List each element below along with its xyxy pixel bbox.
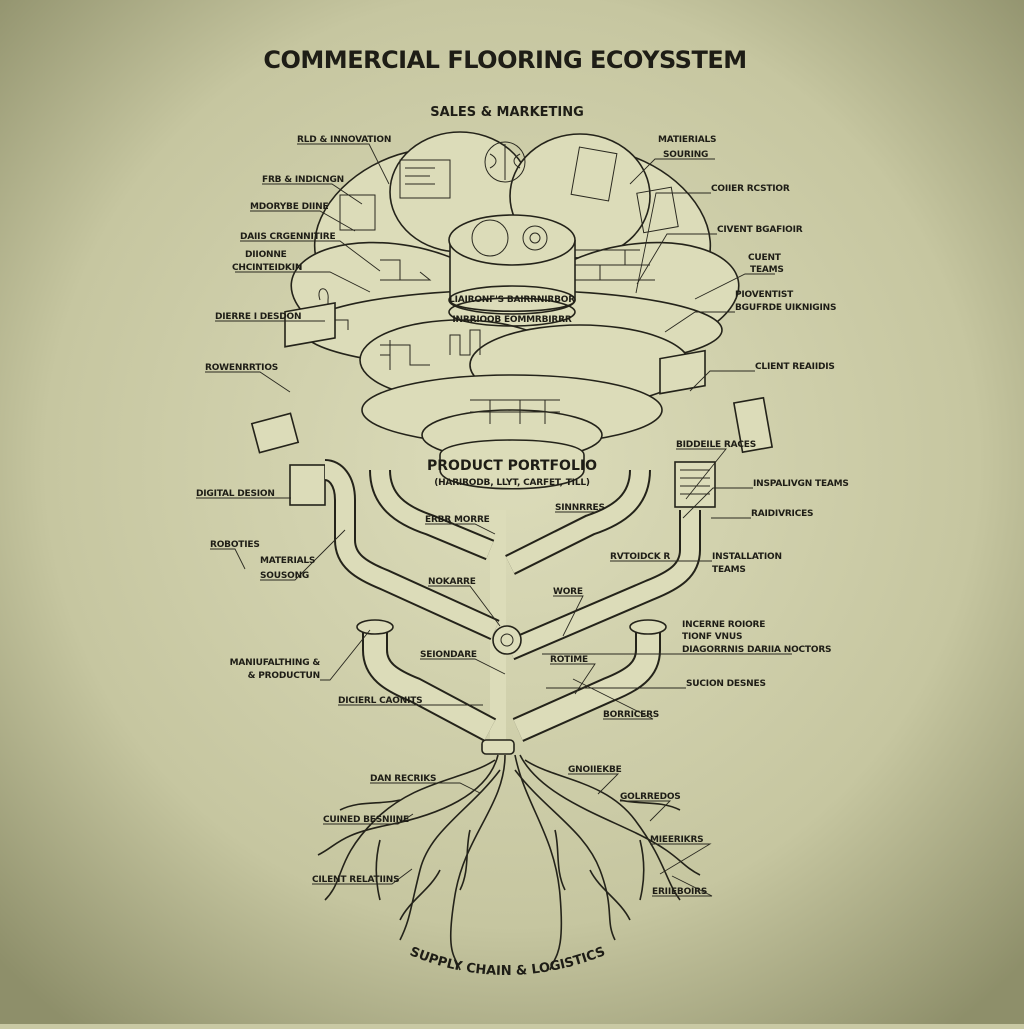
pipe-collar [481, 739, 515, 755]
label: CHCINTEIDKIN [232, 263, 302, 273]
label: BORRICERS [603, 710, 659, 720]
label: GNOIIEKBE [568, 765, 622, 775]
label: TIONF VNUS [682, 632, 742, 642]
label: NOKARRE [428, 577, 476, 587]
roots [317, 754, 701, 971]
product-portfolio: PRODUCT PORTFOLIO (HARIRODB, LLYT, CARFE… [427, 439, 597, 490]
radiator-icon [674, 461, 716, 508]
label: FRB & INDICNGN [262, 175, 344, 185]
brain-icon [471, 219, 509, 257]
label: INSPALIVGN TEAMS [753, 479, 849, 489]
label: MATIERIALS [658, 135, 716, 145]
label: MDORYBE DIINE [250, 202, 328, 212]
central-drum: LIAIRONF'S BAIRRNIRBOR INRRIOOB EOMMRBIR… [448, 214, 576, 327]
label: CLIENT REAIIDIS [755, 362, 835, 372]
blueprint-icon [339, 194, 376, 231]
label: TEAMS [712, 565, 746, 575]
label: DAN RECRIKS [370, 774, 436, 784]
document-icon [570, 146, 618, 202]
label: ROBOTIES [210, 540, 260, 550]
drum-label-1: LIAIRONF'S BAIRRNIRBOR [449, 295, 575, 305]
label: TEAMS [750, 265, 784, 275]
label: BIDDEILE RACES [676, 440, 756, 450]
label: COIIER RCSTIOR [711, 184, 790, 194]
label: DIERRE I DESDON [215, 312, 301, 322]
document-icon [399, 159, 451, 199]
label: ROWENRRTIOS [205, 363, 278, 373]
label: SUCION DESNES [686, 679, 766, 689]
label: CUENT [748, 253, 782, 263]
label: MATERIALS [260, 556, 315, 566]
diagram-title: COMMERCIAL FLOORING ECOYSSTEM [263, 46, 746, 74]
pipe-opening [629, 619, 667, 635]
root-labels: DAN RECRIKS CUINED BESNIINE CILENT RELAT… [312, 765, 707, 897]
label: SOUSONG [260, 571, 309, 581]
left-labels: RLD & INNOVATION FRB & INDICNGN MDORYBE … [196, 135, 490, 706]
product-portfolio-subtitle: (HARIRODB, LLYT, CARFET, TILL) [434, 478, 590, 488]
gear-icon [492, 625, 522, 655]
tablet-icon [250, 412, 300, 454]
drum-label-2: INRRIOOB EOMMRBIRRR [452, 315, 571, 325]
brain-icon [484, 141, 526, 183]
product-portfolio-title: PRODUCT PORTFOLIO [427, 458, 597, 474]
label: RVTOIDCK R [610, 552, 670, 562]
label: RLD & INNOVATION [297, 135, 391, 145]
machine-icon [659, 349, 706, 395]
top-label: SALES & MARKETING [430, 105, 584, 120]
label: INCERNE ROIORE [682, 620, 765, 630]
label: ROTIME [550, 655, 588, 665]
label: & PRODUCTUN [248, 671, 320, 681]
document-icon [636, 186, 679, 234]
label: SEIONDARE [420, 650, 477, 660]
label: GOLRREDOS [620, 792, 681, 802]
label: SOURING [663, 150, 708, 160]
label: MANIUFALTHING & [230, 658, 321, 668]
label: WORE [553, 587, 583, 597]
arrow-sketch [380, 259, 432, 281]
label: DIGITAL DESION [196, 489, 275, 499]
label: DIAGORRNIS DARIIA NOCTORS [682, 645, 831, 655]
gear-icon [522, 225, 548, 251]
label: MIEERIKRS [650, 835, 703, 845]
label: CIVENT BGAFIOIR [717, 225, 803, 235]
panel-icon [732, 396, 774, 454]
label: PIOVENTIST [735, 290, 794, 300]
label: INSTALLATION [712, 552, 782, 562]
pipe-opening [356, 619, 394, 635]
circuit-sketch [380, 340, 430, 370]
label: SINNRRES [555, 503, 605, 513]
label: BGUFRDE UIKNIGINS [735, 303, 836, 313]
label: ERBR MORRE [425, 515, 490, 525]
label: RAIDIVRICES [751, 509, 813, 519]
machine-icon [284, 301, 336, 348]
pipe-network [323, 459, 701, 755]
leader-lines [196, 143, 792, 897]
label: DICIERL CAONITS [338, 696, 422, 706]
label: CILENT RELATIINS [312, 875, 399, 885]
label: DAIIS CRGENNITIRE [240, 232, 335, 242]
right-labels: MATIERIALS SOURING COIIER RCSTIOR CIVENT… [550, 135, 849, 720]
label: ERIIEBOIRS [652, 887, 707, 897]
label: CUINED BESNIINE [323, 815, 409, 825]
bar-chart-sketch [449, 329, 481, 356]
label: DIIONNE [245, 250, 287, 260]
radiator-icon [289, 464, 326, 506]
